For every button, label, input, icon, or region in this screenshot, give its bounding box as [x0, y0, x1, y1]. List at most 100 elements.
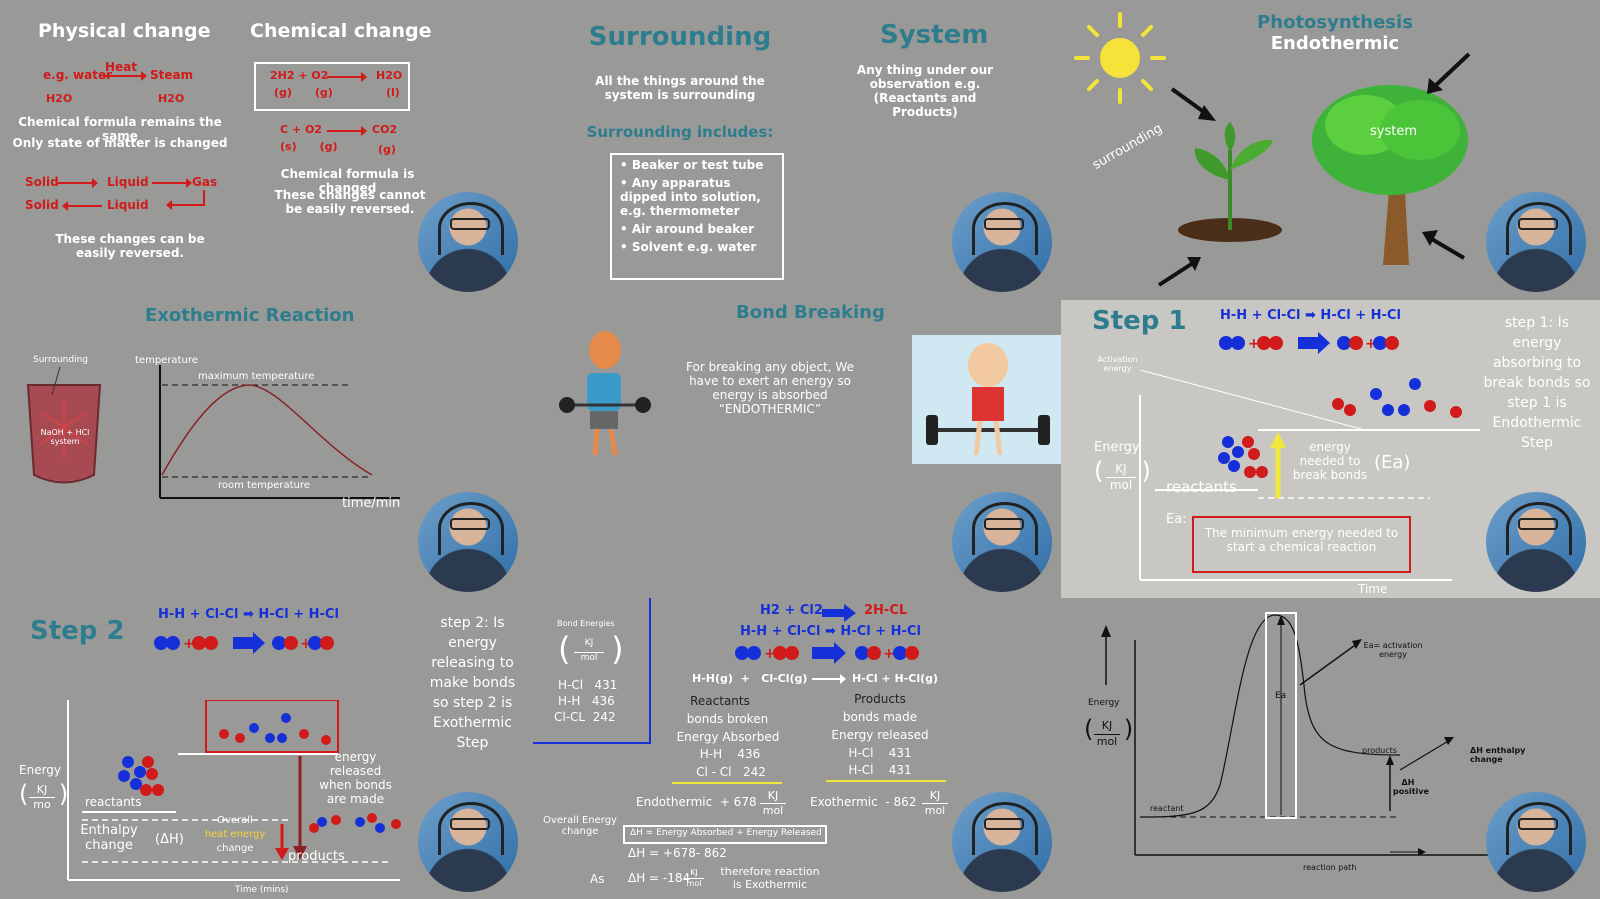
physical-change-title: Physical change	[38, 20, 211, 42]
bond-energy-row: H-Cl 431	[558, 678, 618, 692]
calc-reactants-underline	[672, 782, 782, 784]
state-liquid-2: Liquid	[107, 198, 149, 212]
calc-overall-label: Overall Energy change	[543, 815, 617, 837]
calc-gas-eq-right: H-Cl + H-Cl(g)	[852, 672, 939, 685]
chemical-change-title: Chemical change	[250, 20, 432, 42]
arrow-to-tree-top	[1427, 52, 1471, 94]
step2-energy-diagram	[67, 700, 401, 881]
state-arrow-4	[166, 190, 205, 210]
beaker-surrounding-label: Surrounding	[33, 355, 89, 365]
calc-energy-absorbed: Energy Absorbed	[676, 730, 780, 744]
calc-hcl-2: H-Cl 431	[848, 763, 912, 777]
bond-energies-frame	[533, 598, 651, 744]
system-title: System	[880, 20, 989, 50]
step2-heat-energy-label: heat energy	[204, 829, 266, 840]
sun-icon	[1074, 12, 1166, 104]
calc-endothermic: Endothermic + 678	[636, 795, 757, 809]
presenter-avatar	[1486, 192, 1586, 292]
strongman-cartoon	[559, 331, 651, 456]
chem-eq1-arrow	[327, 72, 367, 82]
presenter-avatar	[418, 192, 518, 292]
surrounding-item: • Any apparatus dipped into solution, e.…	[620, 176, 761, 218]
svg-text:+: +	[1365, 336, 1377, 352]
photosynthesis-title: Photosynthesis	[1257, 12, 1413, 33]
step2-dh-symbol: (ΔH)	[155, 832, 184, 847]
state-solid-2: Solid	[25, 198, 59, 212]
chem-eq1-state-right: (l)	[386, 86, 400, 99]
physical-eg-label: e.g. water	[43, 68, 112, 82]
step1-ea-definition-box	[1192, 516, 1411, 573]
calc-bonds-broken: bonds broken	[686, 712, 769, 726]
state-arrow-2	[152, 178, 192, 188]
state-solid-1: Solid	[25, 175, 59, 189]
profile-energy-label: Energy	[1088, 698, 1120, 708]
calc-energy-released: Energy released	[831, 728, 929, 742]
bond-breaking-title: Bond Breaking	[736, 302, 885, 323]
physical-line-2: Only state of matter is changed	[12, 136, 228, 150]
system-label: system	[1370, 124, 1417, 139]
step2-title: Step 2	[30, 616, 125, 646]
step1-ea-symbol: (Ea)	[1374, 452, 1411, 473]
calc-bonds-made: bonds made	[842, 710, 918, 724]
calc-reactants-heading: Reactants	[690, 694, 750, 708]
calc-gas-eq-left: H-H(g) + Cl-Cl(g)	[692, 672, 808, 685]
endothermic-title: Endothermic	[1270, 33, 1400, 54]
profile-ea-note: Ea= activation energy	[1363, 641, 1423, 659]
step2-molecules: + +	[154, 632, 334, 654]
chem-eq2-states: (s) (g)	[280, 140, 338, 153]
calc-gas-arrow	[812, 674, 846, 684]
state-liquid-1: Liquid	[107, 175, 149, 189]
svg-text:+: +	[764, 646, 776, 662]
step1-ea-definition: The minimum energy needed to start a che…	[1204, 526, 1399, 554]
bond-breaking-text: For breaking any object, We have to exer…	[686, 360, 854, 416]
calc-products-heading: Products	[854, 692, 906, 706]
exo-ylabel: temperature	[135, 355, 198, 366]
presenter-avatar	[418, 792, 518, 892]
surrounding-label: surrounding	[1090, 121, 1166, 173]
step2-released-label: energy released when bonds are made	[319, 750, 392, 806]
calc-exothermic: Exothermic - 862	[810, 795, 917, 809]
calc-clcl-value: Cl - Cl 242	[696, 765, 766, 779]
svg-text:+: +	[300, 636, 312, 652]
calc-dh-unit-num: KJ	[690, 868, 698, 877]
chem-eq1-states: (g) (g)	[274, 86, 333, 99]
svg-text:+: +	[183, 636, 195, 652]
step1-unit-num: KJ	[1115, 462, 1127, 476]
step2-enthalpy-label: Enthalpy change	[80, 823, 138, 853]
presenter-avatar	[952, 192, 1052, 292]
bond-energies-title: Bond Energies	[557, 619, 615, 628]
reaction-profile-graph	[1101, 612, 1510, 856]
exo-room-label: room temperature	[218, 480, 310, 491]
profile-enthalpy-note: ΔH enthalpy change	[1470, 746, 1526, 764]
calc-eq-a-arrow	[822, 604, 856, 622]
profile-unit-num: KJ	[1101, 719, 1113, 732]
profile-reaction-path-label: reaction path	[1303, 863, 1357, 872]
step1-equation: H-H + Cl-Cl ➡ H-Cl + H-Cl	[1220, 308, 1401, 323]
arrow-to-plant	[1170, 87, 1216, 121]
chemical-equation-box	[254, 62, 410, 111]
calc-molecules: + +	[735, 642, 919, 664]
profile-unit-paren: ( )	[1084, 715, 1134, 743]
chem-eq1-right: H2O	[376, 69, 403, 82]
step1-energy-needed: energy needed to break bonds	[1292, 440, 1368, 482]
calc-exo-unit-den: mol	[922, 803, 948, 817]
state-arrow-3	[62, 201, 102, 211]
step1-molecules: + +	[1219, 332, 1399, 354]
presenter-avatar	[1486, 492, 1586, 592]
surrounding-desc: All the things around the system is surr…	[595, 74, 765, 102]
bond-energies-unit-num: KJ	[584, 638, 594, 648]
step2-side-note: step 2: Is energy releasing to make bond…	[429, 615, 516, 751]
physical-h2o-left: H2O	[46, 92, 73, 105]
calc-eq-a-right: 2H-CL	[864, 603, 908, 618]
plant-icon	[1178, 122, 1282, 242]
presenter-avatar	[418, 492, 518, 592]
exo-temperature-graph	[159, 365, 400, 499]
step1-time-label: Time	[1358, 582, 1388, 596]
physical-h2o-right: H2O	[158, 92, 185, 105]
physical-note: These changes can be easily reversed.	[55, 232, 205, 260]
system-desc: Any thing under our observation e.g. (Re…	[856, 63, 994, 119]
profile-reactant-label: reactant	[1150, 804, 1184, 813]
step2-unit-num: KJ	[36, 783, 48, 796]
step2-unit-paren: ( )	[19, 780, 69, 808]
surrounding-title: Surrounding	[588, 22, 772, 52]
